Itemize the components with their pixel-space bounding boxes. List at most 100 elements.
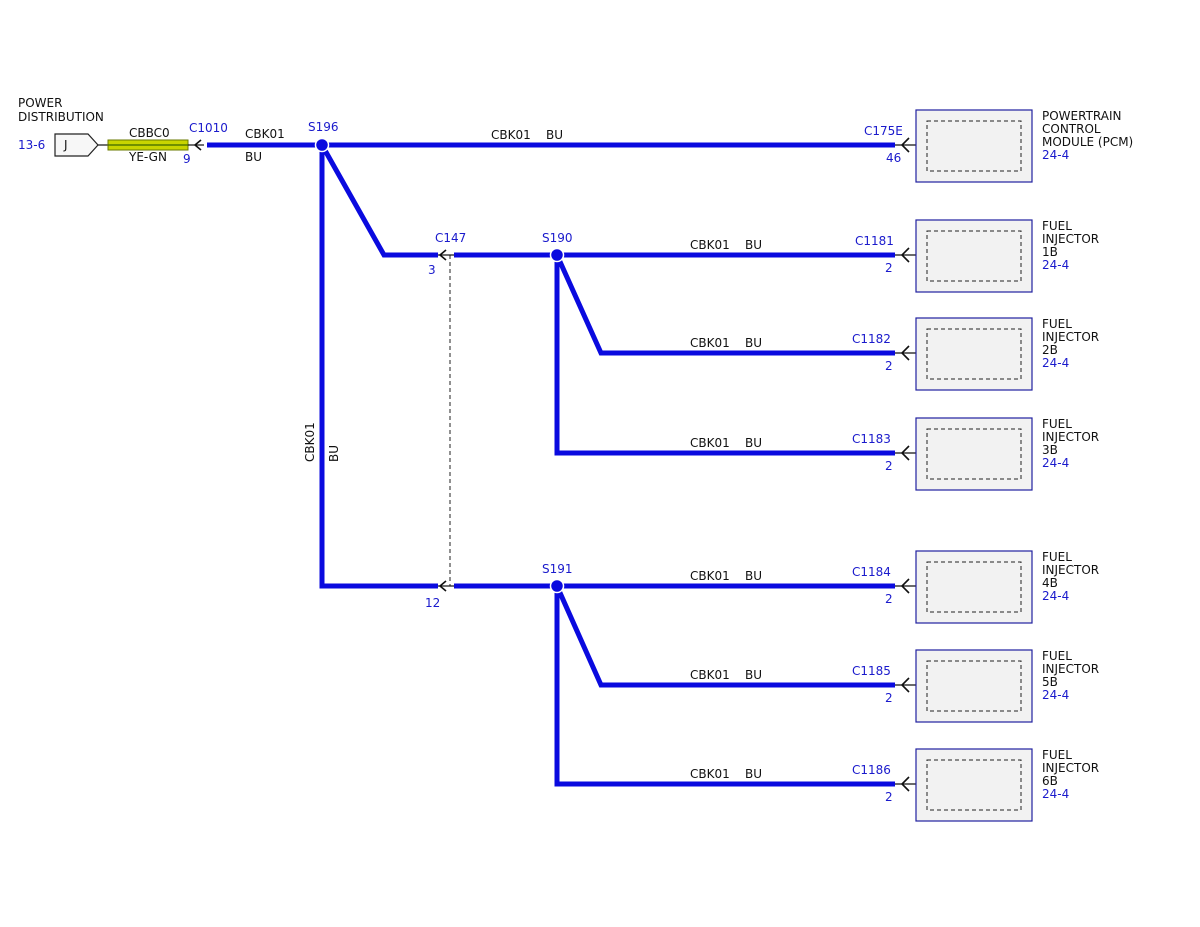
splice-s191-label: S191 <box>542 562 573 576</box>
injector-wire-color: BU <box>745 569 762 583</box>
c147-connector-label[interactable]: C147 <box>435 231 466 245</box>
splice-s190[interactable] <box>549 247 565 263</box>
injector-inner-box <box>926 328 1022 380</box>
injector-ref[interactable]: 24-4 <box>1042 589 1069 603</box>
wire-injector-2b[interactable] <box>554 253 895 356</box>
injector-ref[interactable]: 24-4 <box>1042 688 1069 702</box>
injector-ref[interactable]: 24-4 <box>1042 456 1069 470</box>
injector-name-line1: FUEL <box>1042 417 1072 431</box>
fuel-injector-6-module[interactable] <box>895 748 1033 822</box>
pcm-module[interactable] <box>895 109 1033 183</box>
pcm-connector-label: C175E <box>864 124 903 138</box>
injector-pin: 2 <box>885 459 893 473</box>
trunk-circuit-label: CBK01 <box>245 127 285 141</box>
injector-wire-color: BU <box>745 767 762 781</box>
injector-name-line2: INJECTOR <box>1042 761 1099 775</box>
fuel-injector-4-module[interactable] <box>895 550 1033 624</box>
injector-inner-box <box>926 759 1022 811</box>
injector-ref[interactable]: 24-4 <box>1042 258 1069 272</box>
injector-arrow-icon <box>900 578 910 594</box>
pcm-inner-box <box>926 120 1022 172</box>
injector-pin: 2 <box>885 359 893 373</box>
splice-s191[interactable] <box>549 578 565 594</box>
power-distribution-ref[interactable]: 13-6 <box>18 138 45 152</box>
injector-connector-label: C1182 <box>852 332 891 346</box>
power-distribution-label-line1: POWER <box>18 96 62 110</box>
injector-pin: 2 <box>885 790 893 804</box>
pcm-box <box>915 109 1033 183</box>
wire-injector-5b[interactable] <box>554 584 895 688</box>
injector-wire-color: BU <box>745 668 762 682</box>
c1010-pin: 9 <box>183 152 191 166</box>
wire-branch-to-c147[interactable] <box>319 143 438 258</box>
injector-box <box>915 417 1033 491</box>
injector-ref[interactable]: 24-4 <box>1042 356 1069 370</box>
vertical-color-label: BU <box>327 445 341 462</box>
c1010-connector-label[interactable]: C1010 <box>189 121 228 135</box>
injector-arrow-icon <box>900 776 910 792</box>
connector-j-icon <box>54 133 99 157</box>
injector-pin: 2 <box>885 261 893 275</box>
pcm-name-line3: MODULE (PCM) <box>1042 135 1133 149</box>
injector-wire-circuit: CBK01 <box>690 668 730 682</box>
injector-name-line1: FUEL <box>1042 219 1072 233</box>
injector-name-line3: 3B <box>1042 443 1058 457</box>
injector-name-line3: 5B <box>1042 675 1058 689</box>
splice-s190-label: S190 <box>542 231 573 245</box>
injector-box <box>915 219 1033 293</box>
pcm-pin: 46 <box>886 151 901 165</box>
injector-name-line1: FUEL <box>1042 649 1072 663</box>
wire-injector-3b[interactable] <box>554 255 895 456</box>
injector-wire-circuit: CBK01 <box>690 238 730 252</box>
injector-connector-label: C1185 <box>852 664 891 678</box>
injector-box <box>915 748 1033 822</box>
wire-cbbc0-color: YE-GN <box>128 150 167 164</box>
wire-vertical-branch[interactable] <box>319 145 438 589</box>
splice-s196[interactable] <box>314 137 330 153</box>
injector-name-line2: INJECTOR <box>1042 563 1099 577</box>
injector-wire-circuit: CBK01 <box>690 336 730 350</box>
fuel-injector-1-module[interactable] <box>895 219 1033 293</box>
c147-pin-top: 3 <box>428 263 436 277</box>
power-distribution-label-line2: DISTRIBUTION <box>18 110 104 124</box>
injector-arrow-icon <box>900 345 910 361</box>
injector-name-line1: FUEL <box>1042 317 1072 331</box>
vertical-circuit-label: CBK01 <box>303 422 317 462</box>
pcm-name-line1: POWERTRAIN <box>1042 109 1122 123</box>
wire-injector-6b[interactable] <box>554 586 895 787</box>
injector-arrow-icon <box>900 445 910 461</box>
wire-cbbc0[interactable] <box>107 139 189 151</box>
injector-connector-label: C1186 <box>852 763 891 777</box>
fuel-injector-5-module[interactable] <box>895 649 1033 723</box>
pcm-name-line2: CONTROL <box>1042 122 1101 136</box>
injector-name-line3: 1B <box>1042 245 1058 259</box>
c147-top-arrow-icon <box>438 249 447 261</box>
injector-pin: 2 <box>885 691 893 705</box>
injector-name-line3: 4B <box>1042 576 1058 590</box>
injector-connector-label: C1183 <box>852 432 891 446</box>
connector-j-pin: J <box>63 138 68 152</box>
pcm-ref[interactable]: 24-4 <box>1042 148 1069 162</box>
injector-arrow-icon <box>900 677 910 693</box>
injector-box <box>915 649 1033 723</box>
trunk-color-label: BU <box>245 150 262 164</box>
injector-name-line3: 2B <box>1042 343 1058 357</box>
wire-cbbc0-circuit: CBBC0 <box>129 126 170 140</box>
fuel-injector-2-module[interactable] <box>895 317 1033 391</box>
injector-wire-circuit: CBK01 <box>690 436 730 450</box>
injector-wire-color: BU <box>745 336 762 350</box>
injector-connector-label: C1181 <box>855 234 894 248</box>
c1010-arrow-icon <box>193 139 202 151</box>
injector-name-line3: 6B <box>1042 774 1058 788</box>
injector-wire-circuit: CBK01 <box>690 767 730 781</box>
injector-wire-color: BU <box>745 436 762 450</box>
fuel-injector-3-module[interactable] <box>895 417 1033 491</box>
injector-name-line2: INJECTOR <box>1042 232 1099 246</box>
injector-ref[interactable]: 24-4 <box>1042 787 1069 801</box>
injector-connector-label: C1184 <box>852 565 891 579</box>
injector-inner-box <box>926 561 1022 613</box>
injector-name-line2: INJECTOR <box>1042 430 1099 444</box>
injector-name-line2: INJECTOR <box>1042 662 1099 676</box>
injector-name-line1: FUEL <box>1042 748 1072 762</box>
